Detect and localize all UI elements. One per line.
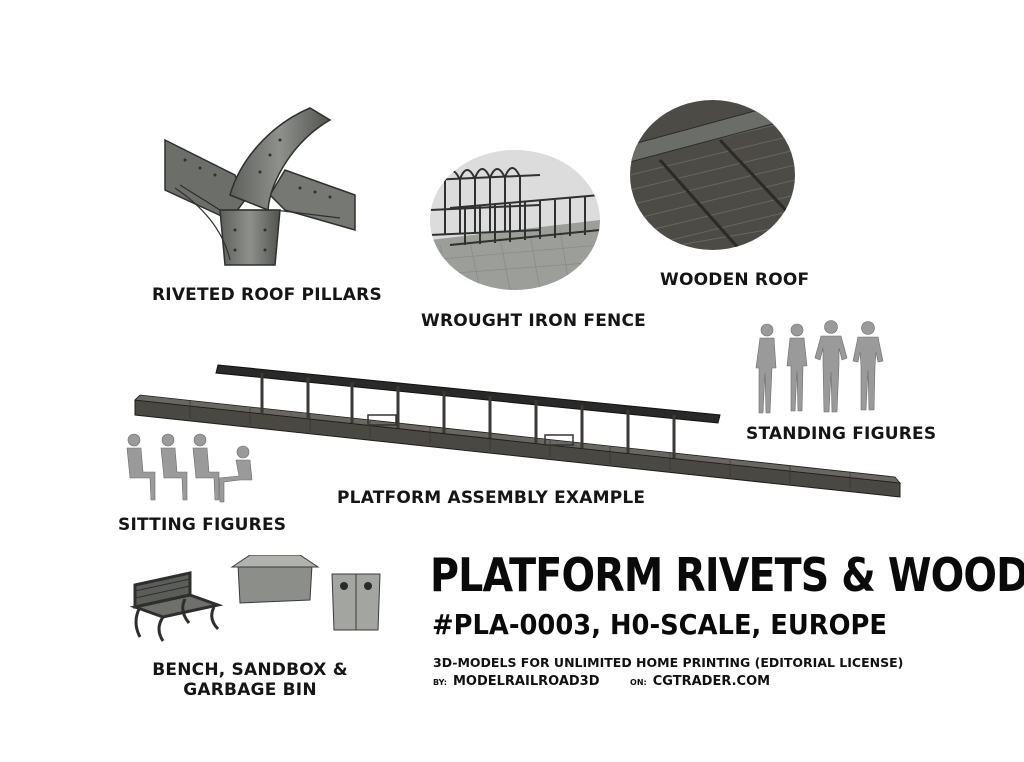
by-label: BY: <box>433 678 447 687</box>
product-title: PLATFORM RIVETS & WOOD <box>430 548 1024 602</box>
wooden-roof-label: WOODEN ROOF <box>660 270 810 290</box>
standing-figures-label: STANDING FIGURES <box>746 424 937 444</box>
sandbox-image <box>230 555 320 610</box>
by-value: MODELRAILROAD3D <box>452 674 600 689</box>
standing-figures-image <box>745 318 895 418</box>
bench-label-line2: GARBAGE BIN <box>183 680 317 700</box>
riveted-roof-pillar-image <box>160 100 360 270</box>
platform-assembly-label: PLATFORM ASSEMBLY EXAMPLE <box>337 488 646 508</box>
riveted-roof-pillars-label: RIVETED ROOF PILLARS <box>152 285 382 305</box>
wooden-roof-image <box>630 100 795 250</box>
license-text: 3D-MODELS FOR UNLIMITED HOME PRINTING (E… <box>433 655 904 670</box>
product-subtitle: #PLA-0003, H0-SCALE, EUROPE <box>432 608 888 641</box>
platform-assembly-image <box>130 355 910 505</box>
sitting-figures-image <box>118 430 268 510</box>
wrought-iron-fence-label: WROUGHT IRON FENCE <box>421 311 646 331</box>
credit-line: BY: MODELRAILROAD3D ON: CGTRADER.COM <box>433 674 770 689</box>
wrought-iron-fence-image <box>430 150 600 290</box>
on-value: CGTRADER.COM <box>652 674 771 689</box>
garbage-bin-image <box>330 570 382 632</box>
bench-image <box>130 565 225 645</box>
bench-sandbox-bin-label: BENCH, SANDBOX & GARBAGE BIN <box>150 660 350 700</box>
sitting-figures-label: SITTING FIGURES <box>118 515 287 535</box>
bench-label-line1: BENCH, SANDBOX & <box>152 660 348 680</box>
on-label: ON: <box>630 678 647 687</box>
